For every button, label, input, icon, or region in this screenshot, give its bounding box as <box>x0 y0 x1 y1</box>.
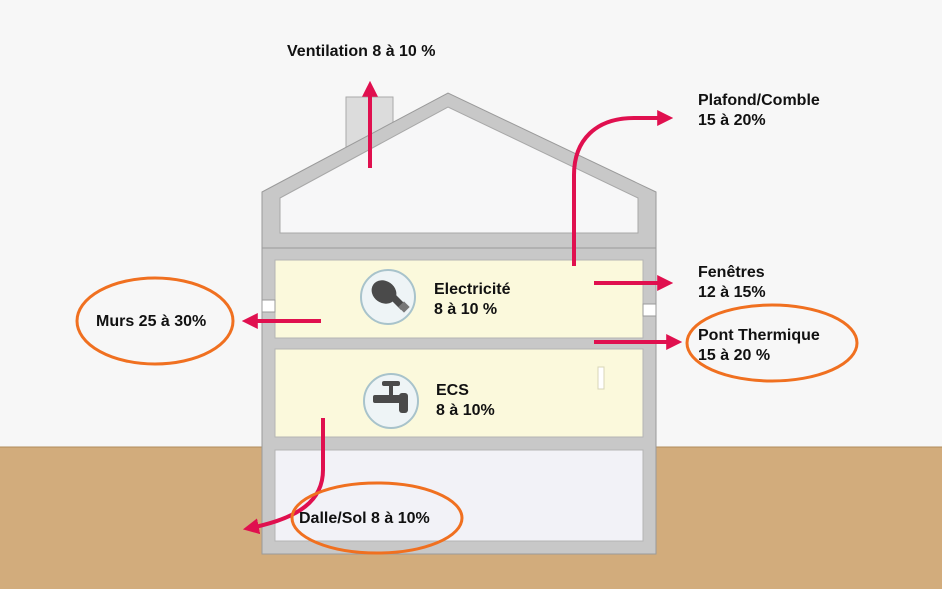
electricite-label: Electricité 8 à 10 % <box>434 280 510 320</box>
pont-thermique-title: Pont Thermique <box>698 327 820 344</box>
fenetres-title: Fenêtres <box>698 264 765 281</box>
plafond-value: 15 à 20% <box>698 112 766 129</box>
pont-thermique-label: Pont Thermique 15 à 20 % <box>698 326 820 366</box>
ecs-value: 8 à 10% <box>436 402 495 419</box>
fenetres-value: 12 à 15% <box>698 284 766 301</box>
water-tap-icon <box>363 373 419 429</box>
dalle-text: Dalle/Sol 8 à 10% <box>299 510 430 527</box>
electricite-title: Electricité <box>434 281 511 298</box>
pont-thermique-value: 15 à 20 % <box>698 347 771 364</box>
pont-thermique-highlight <box>685 303 859 383</box>
ventilation-text: Ventilation 8 à 10 % <box>287 43 436 60</box>
ventilation-label: Ventilation 8 à 10 % <box>287 42 436 62</box>
dalle-highlight <box>290 481 464 555</box>
electricite-value: 8 à 10 % <box>434 301 498 318</box>
ecs-title: ECS <box>436 382 469 399</box>
room-upper <box>274 259 644 339</box>
murs-text: Murs 25 à 30% <box>96 313 207 330</box>
plafond-label: Plafond/Comble 15 à 20% <box>698 91 820 131</box>
window-right-middle <box>597 366 605 390</box>
murs-highlight <box>75 276 235 366</box>
plafond-arrow <box>572 110 674 266</box>
murs-label: Murs 25 à 30% <box>96 312 206 332</box>
fenetres-label: Fenêtres 12 à 15% <box>698 263 766 303</box>
room-middle <box>274 348 644 438</box>
window-right-upper <box>642 303 657 317</box>
window-left-upper <box>261 299 276 313</box>
ecs-label: ECS 8 à 10% <box>436 381 495 421</box>
dalle-label: Dalle/Sol 8 à 10% <box>299 509 430 529</box>
light-bulb-icon <box>360 269 416 325</box>
dalle-arrow <box>242 418 325 535</box>
attic-space <box>279 106 639 234</box>
plafond-title: Plafond/Comble <box>698 92 820 109</box>
